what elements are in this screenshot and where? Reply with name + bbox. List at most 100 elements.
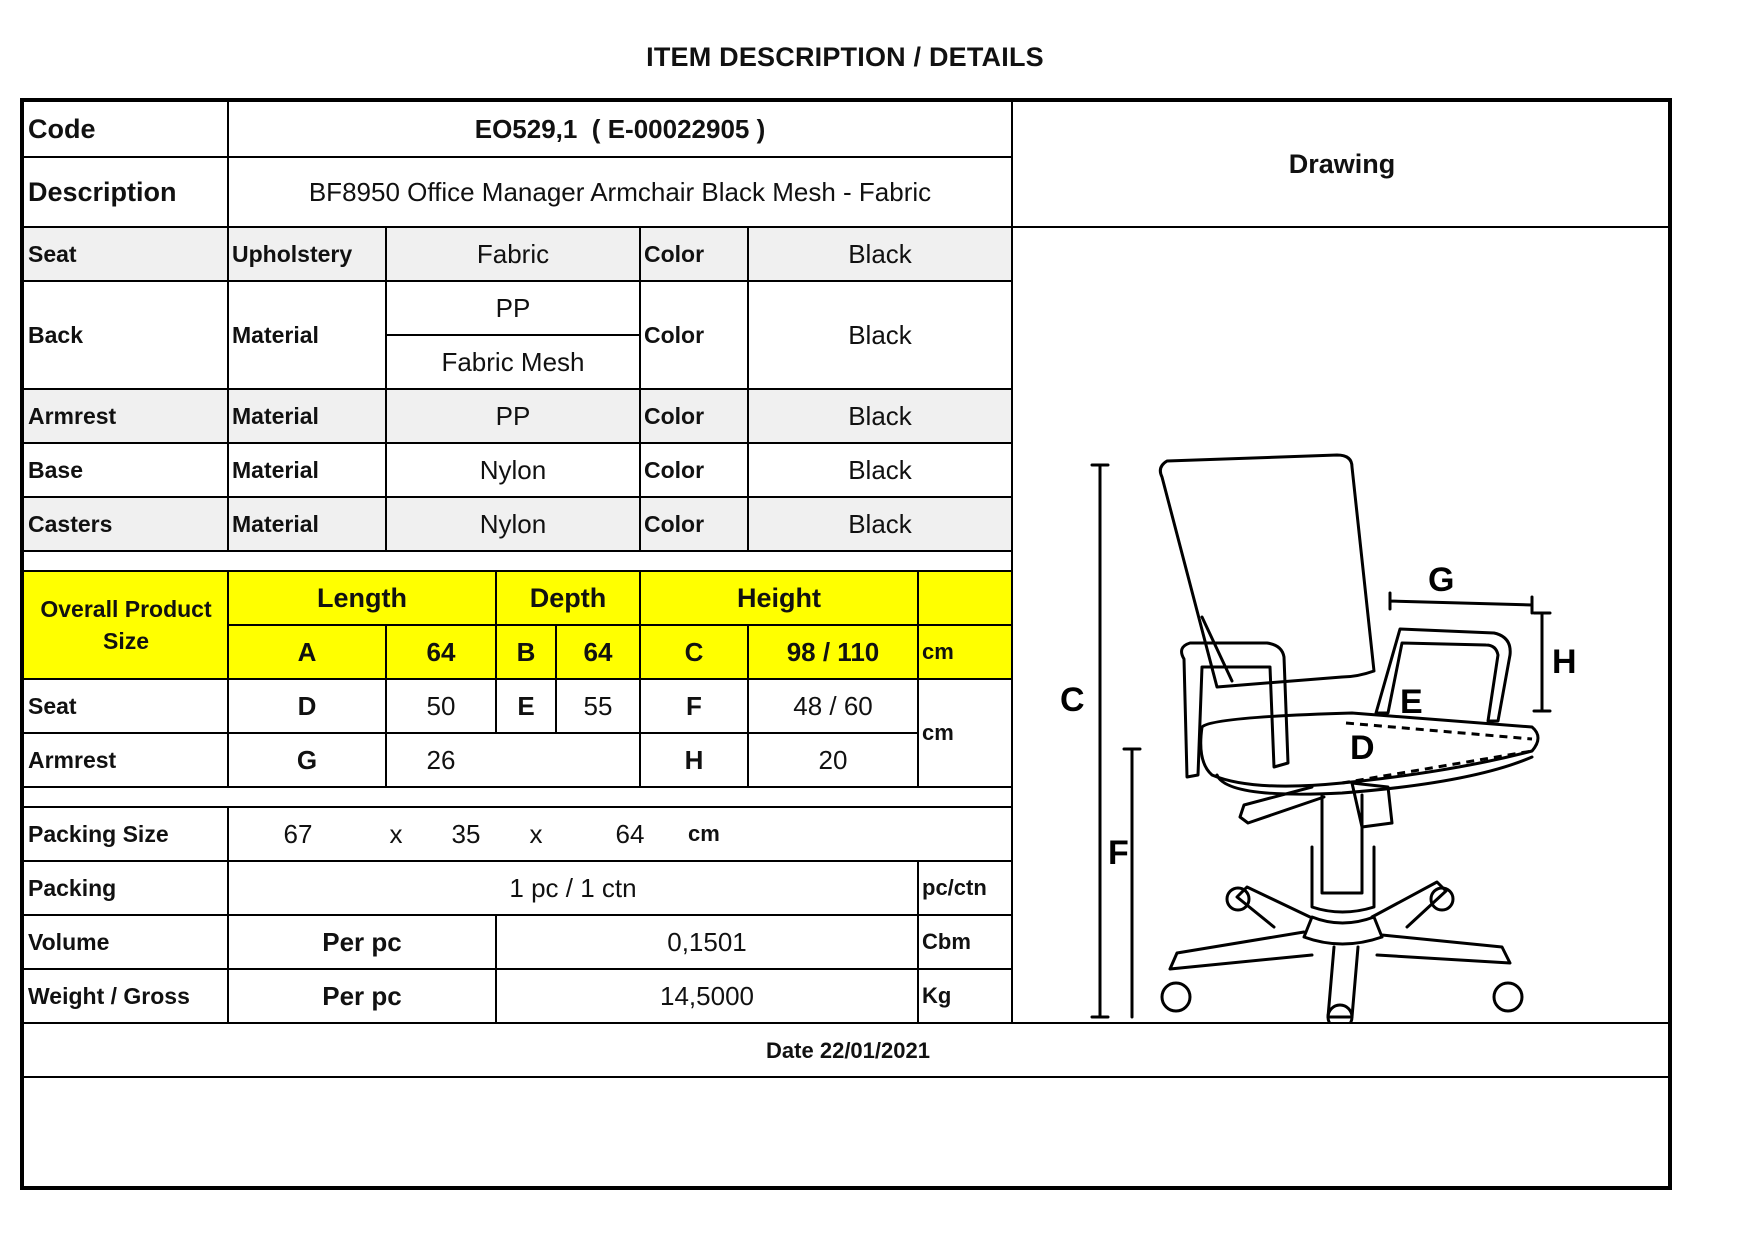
back-color-label: Color: [644, 321, 705, 348]
base-attr: Material: [232, 456, 319, 483]
a-value: 64: [426, 636, 456, 667]
armrest-attr: Material: [232, 402, 319, 429]
grid-line: [24, 388, 1012, 390]
g-label: G: [296, 744, 318, 775]
casters-row-bg: [24, 497, 1012, 551]
grid-line: [24, 914, 1012, 916]
c-label: C: [684, 636, 704, 667]
h-label: H: [684, 744, 704, 775]
grid-line: [24, 860, 1012, 862]
casters-color: Black: [848, 508, 912, 539]
packing-label: Packing: [28, 874, 117, 901]
seat-dims-label: Seat: [28, 692, 77, 719]
grid-line: [24, 1076, 1672, 1078]
document-date: Date 22/01/2021: [766, 1037, 930, 1063]
description-value: BF8950 Office Manager Armchair Black Mes…: [308, 176, 932, 207]
back-value-2: Fabric Mesh: [441, 346, 585, 377]
dim-line-h: [1532, 611, 1552, 713]
grid-line: [24, 496, 1012, 498]
casters-value: Nylon: [479, 508, 547, 539]
grid-line: [1011, 102, 1013, 1023]
weight-unit: Kg: [922, 983, 952, 1008]
armrest-row-bg: [24, 389, 1012, 443]
packing-size-label: Packing Size: [28, 820, 169, 847]
base-hub: [1302, 915, 1384, 946]
code-value: EO529,1 ( E-00022905 ): [474, 114, 766, 144]
backrest-shape: [1158, 453, 1376, 689]
grid-line: [24, 156, 1012, 158]
dim-line-e: [1345, 721, 1533, 741]
grid-line: [227, 807, 229, 1023]
seat-attr: Upholstery: [232, 240, 353, 267]
b-value: 64: [583, 636, 613, 667]
grid-line: [24, 1022, 1672, 1024]
back-color: Black: [848, 319, 912, 350]
tilt-lever: [1238, 785, 1326, 825]
grid-line: [385, 625, 387, 787]
caster-right-front: [1492, 981, 1524, 1013]
back-value: PP: [495, 292, 531, 323]
diagram-label-f: F: [1108, 834, 1129, 872]
seat-row-bg: [24, 227, 1012, 281]
dim-line-d: [1341, 749, 1533, 785]
b-label: B: [516, 636, 536, 667]
grid-line: [227, 102, 229, 551]
weight-per: Per pc: [322, 980, 402, 1011]
backrest-inner-line: [1200, 615, 1234, 683]
packing-height: 64: [615, 818, 645, 849]
grid-line: [917, 861, 919, 1023]
seat-underside: [1215, 755, 1534, 796]
seat-shape: [1199, 711, 1540, 788]
dims-unit: cm: [922, 720, 954, 745]
armrest-color-label: Color: [644, 402, 705, 429]
volume-per: Per pc: [322, 926, 402, 957]
grid-line: [24, 442, 1012, 444]
casters-attr: Material: [232, 510, 319, 537]
grid-line: [747, 227, 749, 551]
drawing-label: Drawing: [1288, 149, 1396, 179]
weight-value: 14,5000: [660, 980, 754, 1011]
grid-line: [228, 624, 1012, 626]
left-armrest: [1180, 641, 1290, 779]
back-attr: Material: [232, 321, 319, 348]
description-label: Description: [28, 176, 177, 207]
grid-line: [24, 550, 1012, 552]
packing-unit: pc/ctn: [922, 875, 987, 900]
diagram-label-c: C: [1060, 681, 1085, 719]
packing-value: 1 pc / 1 ctn: [509, 872, 637, 903]
diagram-label-e: E: [1400, 683, 1423, 721]
h-value: 20: [818, 744, 848, 775]
right-armrest: [1374, 627, 1512, 723]
armrest-color: Black: [848, 400, 912, 431]
date-row: Date 22/01/2021: [24, 1023, 1672, 1190]
grid-line: [555, 625, 557, 733]
packing-size-unit: cm: [688, 821, 720, 846]
grid-line: [24, 570, 1012, 572]
depth-header: Depth: [529, 582, 607, 613]
seat-part: Seat: [28, 240, 77, 267]
packing-length: 67: [283, 818, 313, 849]
base-color-label: Color: [644, 456, 705, 483]
f-label: F: [686, 690, 702, 721]
seat-color: Black: [848, 238, 912, 269]
diagram-label-d: D: [1350, 729, 1375, 767]
column-cover: [1310, 845, 1376, 914]
length-header: Length: [317, 582, 407, 613]
diagram-label-h: H: [1552, 643, 1577, 681]
code-label: Code: [28, 114, 96, 144]
caster-right-back: [1429, 886, 1455, 912]
grid-line: [639, 571, 641, 787]
dim-line-c: [1090, 463, 1110, 1019]
dim-line-f: [1122, 747, 1142, 1019]
d-label: D: [297, 690, 317, 721]
height-header: Height: [737, 582, 821, 613]
casters-color-label: Color: [644, 510, 705, 537]
armrest-dims-label: Armrest: [28, 746, 117, 773]
c-value: 98 / 110: [786, 636, 880, 667]
back-part: Back: [28, 321, 83, 348]
seat-color-label: Color: [644, 240, 705, 267]
base-leg-right-front: [1375, 933, 1512, 965]
base-leg-left-front: [1168, 930, 1314, 971]
caster-left-back: [1225, 886, 1251, 912]
grid-line: [24, 806, 1012, 808]
